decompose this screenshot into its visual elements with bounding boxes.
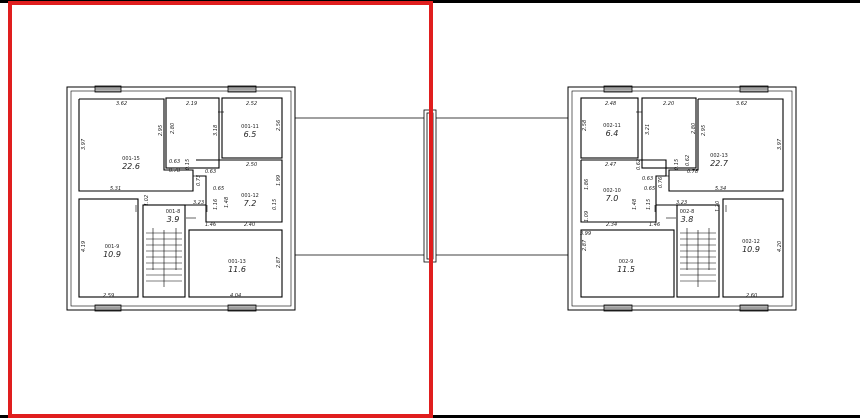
room-area: 6.4 (606, 129, 619, 138)
dimension-label: 0.62 (636, 159, 642, 170)
dimension-label: 3.99 (580, 231, 591, 237)
dimension-label: 2.95 (158, 125, 164, 136)
dimension-label: 2.40 (244, 222, 255, 228)
dimension-label: 4.19 (81, 241, 87, 252)
dimension-label: 0.63 (169, 159, 180, 165)
room-area: 10.9 (103, 250, 121, 259)
dimension-label: 1.99 (276, 175, 282, 186)
room-id: 001-9 (105, 244, 120, 250)
selection-rectangle[interactable] (8, 1, 433, 418)
dimension-label: 3.97 (81, 138, 87, 150)
dimension-label: 1.15 (646, 199, 652, 210)
left-stairs (146, 228, 182, 287)
dimension-label: 5.31 (110, 186, 121, 192)
dimension-label: 5.34 (715, 186, 726, 192)
right-building-inner-outline (571, 90, 793, 307)
dimension-label: 1.02 (144, 195, 150, 206)
dimension-label: 2.47 (605, 162, 617, 168)
room-area: 6.5 (244, 130, 257, 139)
dimension-label: 2.95 (701, 125, 707, 136)
room-id: 002-8 (680, 209, 695, 215)
left-dimension-labels: 3.62 2.19 2.52 3.97 2.95 2.80 3.18 2.56 … (81, 101, 282, 299)
dimension-label: 2.20 (663, 101, 674, 107)
room-id: 002-12 (742, 239, 760, 245)
room-area: 22.7 (710, 159, 729, 168)
dimension-label: 1.46 (205, 222, 216, 228)
room-id: 002-9 (619, 259, 634, 265)
dimension-label: 2.19 (186, 101, 197, 107)
left-room-walls (78, 97, 283, 298)
dimension-label: 3.21 (645, 124, 651, 135)
right-doors (636, 111, 727, 219)
dimension-label: 1.46 (649, 222, 660, 228)
dimension-label: 0.65 (644, 186, 655, 192)
dimension-label: 1.48 (632, 199, 638, 210)
room-id: 002-11 (603, 123, 621, 129)
left-doors (135, 111, 224, 219)
room-area: 7.0 (606, 194, 619, 203)
dimension-label: 3.23 (193, 200, 204, 206)
dimension-label: 0.62 (685, 155, 691, 166)
room-area: 11.5 (617, 265, 635, 274)
room-id: 001-8 (166, 209, 181, 215)
room-area: 3.9 (167, 215, 180, 224)
right-room-labels: 002-11 6.4 002-13 22.7 002-10 7.0 002-8 … (603, 123, 760, 274)
left-room-labels: 001-15 22.6 001-11 6.5 001-12 7.2 001-8 … (103, 124, 259, 274)
dimension-label: 3.18 (213, 125, 219, 136)
dimension-label: 3.62 (736, 101, 747, 107)
dimension-label: 2.87 (582, 239, 588, 251)
dimension-label: 2.58 (582, 120, 588, 131)
dimension-label: 2.56 (276, 120, 282, 131)
dimension-label: 0.78 (169, 168, 180, 174)
dimension-label: 2.80 (170, 123, 176, 134)
dimension-label: 0.78 (687, 169, 698, 175)
room-id: 001-12 (241, 193, 259, 199)
right-stairs (680, 228, 716, 287)
dimension-label: 4.04 (230, 293, 241, 299)
room-area: 7.2 (244, 199, 257, 208)
room-id: 002-13 (710, 153, 728, 159)
room-area: 11.6 (228, 265, 246, 274)
room-id: 001-11 (241, 124, 259, 130)
dimension-label: 2.52 (246, 101, 257, 107)
dimension-label: 2.59 (103, 293, 114, 299)
room-id: 001-15 (122, 156, 140, 162)
right-building-outline (567, 86, 797, 311)
dimension-label: 0.63 (642, 176, 653, 182)
dimension-label: 0.15 (185, 159, 191, 170)
dimension-label: 0.15 (674, 159, 680, 170)
dimension-label: 2.34 (606, 222, 617, 228)
dimension-label: 0.76 (658, 177, 664, 188)
left-building-inner-outline (70, 90, 292, 307)
right-room-walls (580, 97, 784, 298)
dimension-label: 3.23 (676, 200, 687, 206)
left-building-outline (66, 86, 296, 311)
dimension-label: 1.86 (584, 179, 590, 190)
right-windows (603, 85, 769, 312)
dimension-label: 1.48 (224, 197, 230, 208)
dimension-label: 2.80 (691, 123, 697, 134)
room-id: 001-13 (228, 259, 246, 265)
dimension-label: 0.65 (213, 186, 224, 192)
dimension-label: 3.62 (116, 101, 127, 107)
dimension-label: 2.48 (605, 101, 616, 107)
dimension-label: 3.97 (777, 138, 783, 150)
dimension-label: 1.09 (584, 211, 590, 222)
dimension-label: 1.20 (715, 201, 721, 212)
room-id: 002-10 (603, 188, 621, 194)
right-dimension-labels: 2.48 2.20 3.62 2.58 3.21 2.80 2.95 3.97 … (580, 101, 783, 299)
room-area: 22.6 (122, 162, 140, 171)
room-area: 10.9 (742, 245, 760, 254)
dimension-label: 2.50 (246, 162, 257, 168)
dimension-label: 1.16 (213, 199, 219, 210)
dimension-label: 0.15 (272, 199, 278, 210)
dimension-label: 4.20 (777, 241, 783, 252)
dimension-label: 0.73 (196, 175, 202, 186)
dimension-label: 0.63 (205, 169, 216, 175)
room-area: 3.8 (681, 215, 694, 224)
dimension-label: 2.60 (746, 293, 757, 299)
left-windows (94, 85, 257, 312)
dimension-label: 2.87 (276, 256, 282, 268)
